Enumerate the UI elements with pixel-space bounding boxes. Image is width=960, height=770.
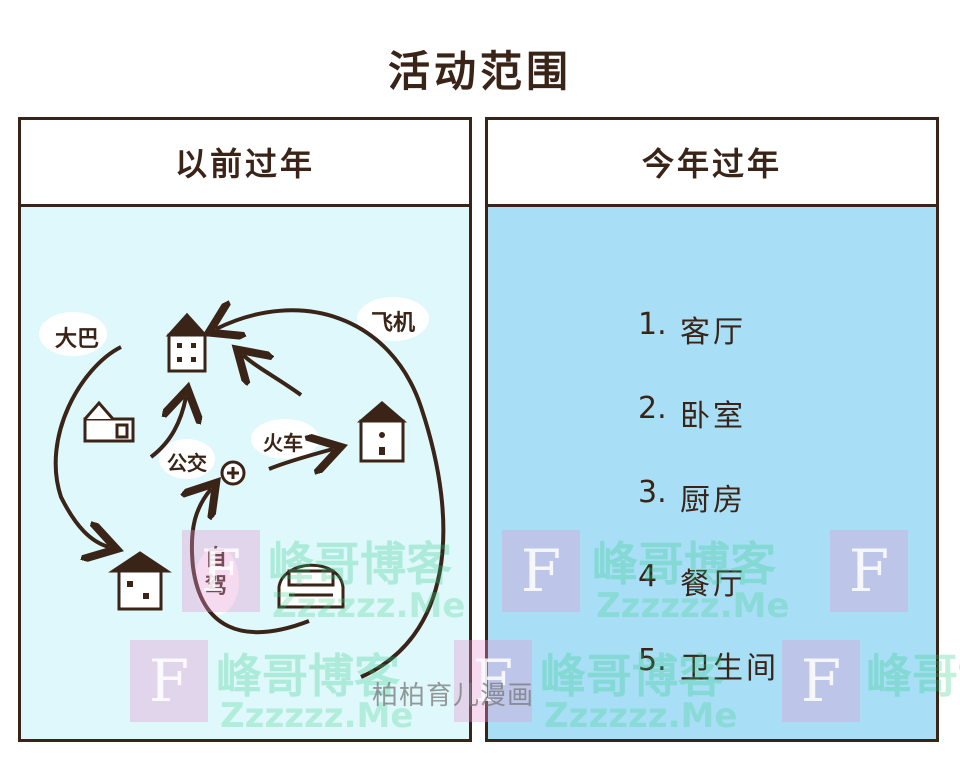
list-item: 2.卧室 — [638, 391, 779, 475]
home-icon — [108, 551, 172, 611]
list-item: 3.厨房 — [638, 475, 779, 559]
before-panel-header: 以前过年 — [21, 120, 469, 207]
house-icon — [165, 312, 209, 373]
bus-label: 大巴 — [55, 327, 100, 352]
list-item-number: 3. — [638, 475, 667, 510]
list-item-number: 2. — [638, 391, 667, 426]
page-title: 活动范围 — [387, 47, 572, 96]
train-route-arrow — [268, 449, 333, 469]
this-year-panel-header: 今年过年 — [488, 120, 936, 207]
list-item: 4 餐厅 — [638, 559, 779, 643]
transit-route-arrow — [149, 397, 186, 459]
before-panel: 以前过年 — [18, 117, 472, 742]
this-year-panel: 今年过年 1.客厅 2.卧室 3.厨房 4 餐厅 5.卫生间 — [485, 117, 939, 742]
upper-route-arrow — [243, 355, 303, 397]
room-list-area: 1.客厅 2.卧室 3.厨房 4 餐厅 5.卫生间 — [488, 207, 936, 739]
drive-label-bg — [195, 547, 239, 615]
list-item-number: 5. — [638, 643, 667, 678]
vehicle-icon — [277, 563, 345, 609]
drive-route-arrow — [192, 489, 310, 635]
plane-label: 飞机 — [371, 311, 416, 336]
travel-map: 大巴 飞机 火车 公交 自驾 — [21, 207, 469, 739]
drive-label: 自驾 — [205, 546, 228, 599]
travel-map-drawing — [39, 297, 446, 679]
bus-route-arrow — [53, 345, 121, 547]
list-item-label: 餐厅 — [672, 559, 754, 613]
plane-label-bg — [357, 297, 429, 341]
hub-icon — [220, 460, 246, 486]
room-list: 1.客厅 2.卧室 3.厨房 4 餐厅 5.卫生间 — [638, 307, 787, 727]
transit-label: 公交 — [167, 451, 207, 475]
list-item: 5.卫生间 — [638, 643, 787, 727]
transit-label-bg — [159, 439, 215, 479]
list-item-number: 1. — [638, 307, 667, 342]
list-item-number: 4 — [638, 559, 658, 594]
list-item-label: 卫生间 — [672, 643, 787, 697]
train-label-bg — [251, 419, 319, 459]
hut-icon — [83, 400, 135, 443]
author-credit: 柏柏育儿漫画 — [372, 681, 535, 711]
list-item-label: 厨房 — [672, 475, 754, 529]
plane-route-arrow — [216, 310, 446, 679]
bus-label-bg — [39, 312, 107, 356]
list-item-label: 客厅 — [672, 307, 754, 361]
list-item: 1.客厅 — [638, 307, 779, 391]
building-icon — [356, 401, 408, 463]
train-label: 火车 — [263, 431, 303, 455]
list-item-label: 卧室 — [672, 391, 754, 445]
